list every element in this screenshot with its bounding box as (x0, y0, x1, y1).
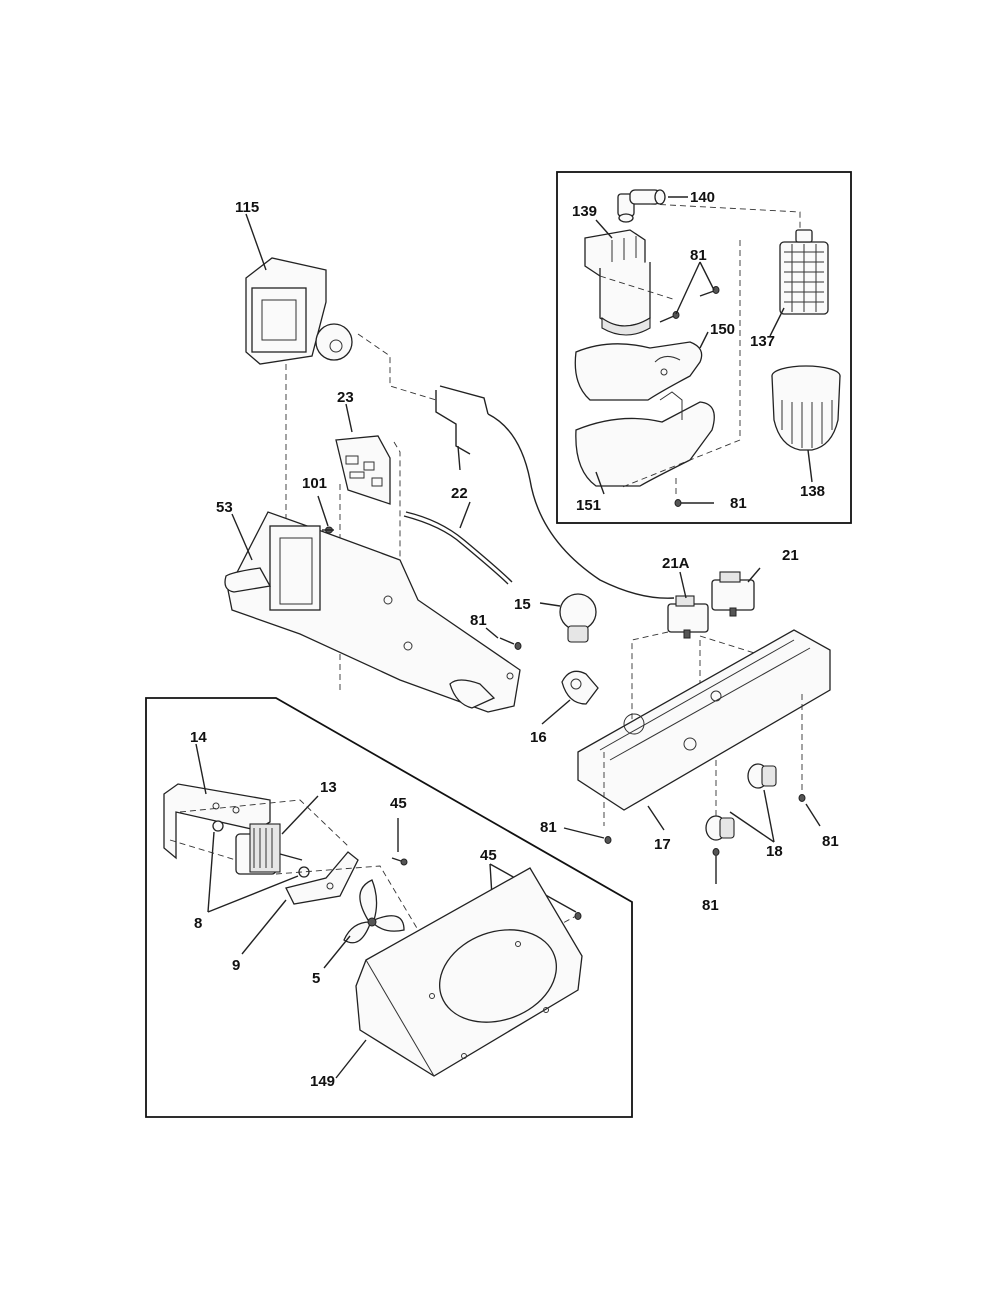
label-151: 151 (576, 497, 601, 514)
label-21A: 21A (662, 555, 690, 572)
part-150-bracket (574, 341, 703, 401)
label-8: 8 (194, 915, 202, 932)
part-139-filter-head (584, 229, 651, 336)
label-101: 101 (302, 475, 327, 492)
label-139: 139 (572, 203, 597, 220)
part-149-fan-shroud (335, 867, 583, 1079)
label-17: 17 (654, 836, 671, 853)
screw-81-lower (674, 499, 714, 507)
label-115: 115 (235, 199, 259, 216)
filter-inset (556, 171, 852, 524)
part-13-motor (235, 795, 319, 875)
fan-inset (145, 697, 633, 1118)
label-53: 53 (216, 499, 233, 516)
screw-81-right (798, 794, 821, 827)
part-17-switch-housing (577, 629, 831, 831)
label-45-lower: 45 (480, 847, 497, 864)
part-15-bulb (539, 593, 597, 643)
label-14: 14 (190, 729, 207, 746)
part-9-bracket (241, 851, 359, 955)
label-21: 21 (782, 547, 799, 564)
label-45-upper: 45 (390, 795, 407, 812)
part-22-tubing (403, 385, 675, 599)
label-16: 16 (530, 729, 547, 746)
label-22: 22 (451, 485, 468, 502)
label-9: 9 (232, 957, 240, 974)
label-140: 140 (690, 189, 715, 206)
part-140-elbow (617, 189, 666, 223)
part-53-housing (224, 495, 521, 713)
label-81-mid: 81 (470, 612, 487, 629)
label-81-lower: 81 (730, 495, 747, 512)
screw-81-bottom (712, 848, 720, 884)
part-115-dispenser (245, 213, 353, 365)
part-21-switch (711, 567, 761, 617)
part-151-cover (575, 391, 715, 487)
screw-81-upper (659, 286, 720, 323)
part-8-grommets (207, 820, 310, 913)
label-81-left: 81 (540, 819, 557, 836)
part-21A-switch (667, 571, 709, 639)
screw-45-upper (391, 818, 408, 866)
screw-81-mid (485, 627, 522, 650)
part-137-filter-cartridge (779, 229, 829, 315)
part-138-filter-bowl (771, 365, 841, 451)
label-5: 5 (312, 970, 320, 987)
screw-81-left (563, 827, 612, 844)
label-15: 15 (514, 596, 531, 613)
label-149: 149 (310, 1073, 335, 1090)
label-150: 150 (710, 321, 735, 338)
callout-labels: 115 23 22 101 53 139 140 81 150 137 151 … (190, 189, 839, 1090)
label-23: 23 (337, 389, 354, 406)
label-138: 138 (800, 483, 825, 500)
label-81-upper: 81 (690, 247, 707, 264)
part-5-fan-blade (323, 879, 405, 969)
label-81-bottom: 81 (702, 897, 719, 914)
part-18-knobs (705, 760, 777, 843)
label-137: 137 (750, 333, 775, 350)
label-13: 13 (320, 779, 337, 796)
label-81-right: 81 (822, 833, 839, 850)
part-16-socket (541, 670, 599, 725)
label-18: 18 (766, 843, 783, 860)
